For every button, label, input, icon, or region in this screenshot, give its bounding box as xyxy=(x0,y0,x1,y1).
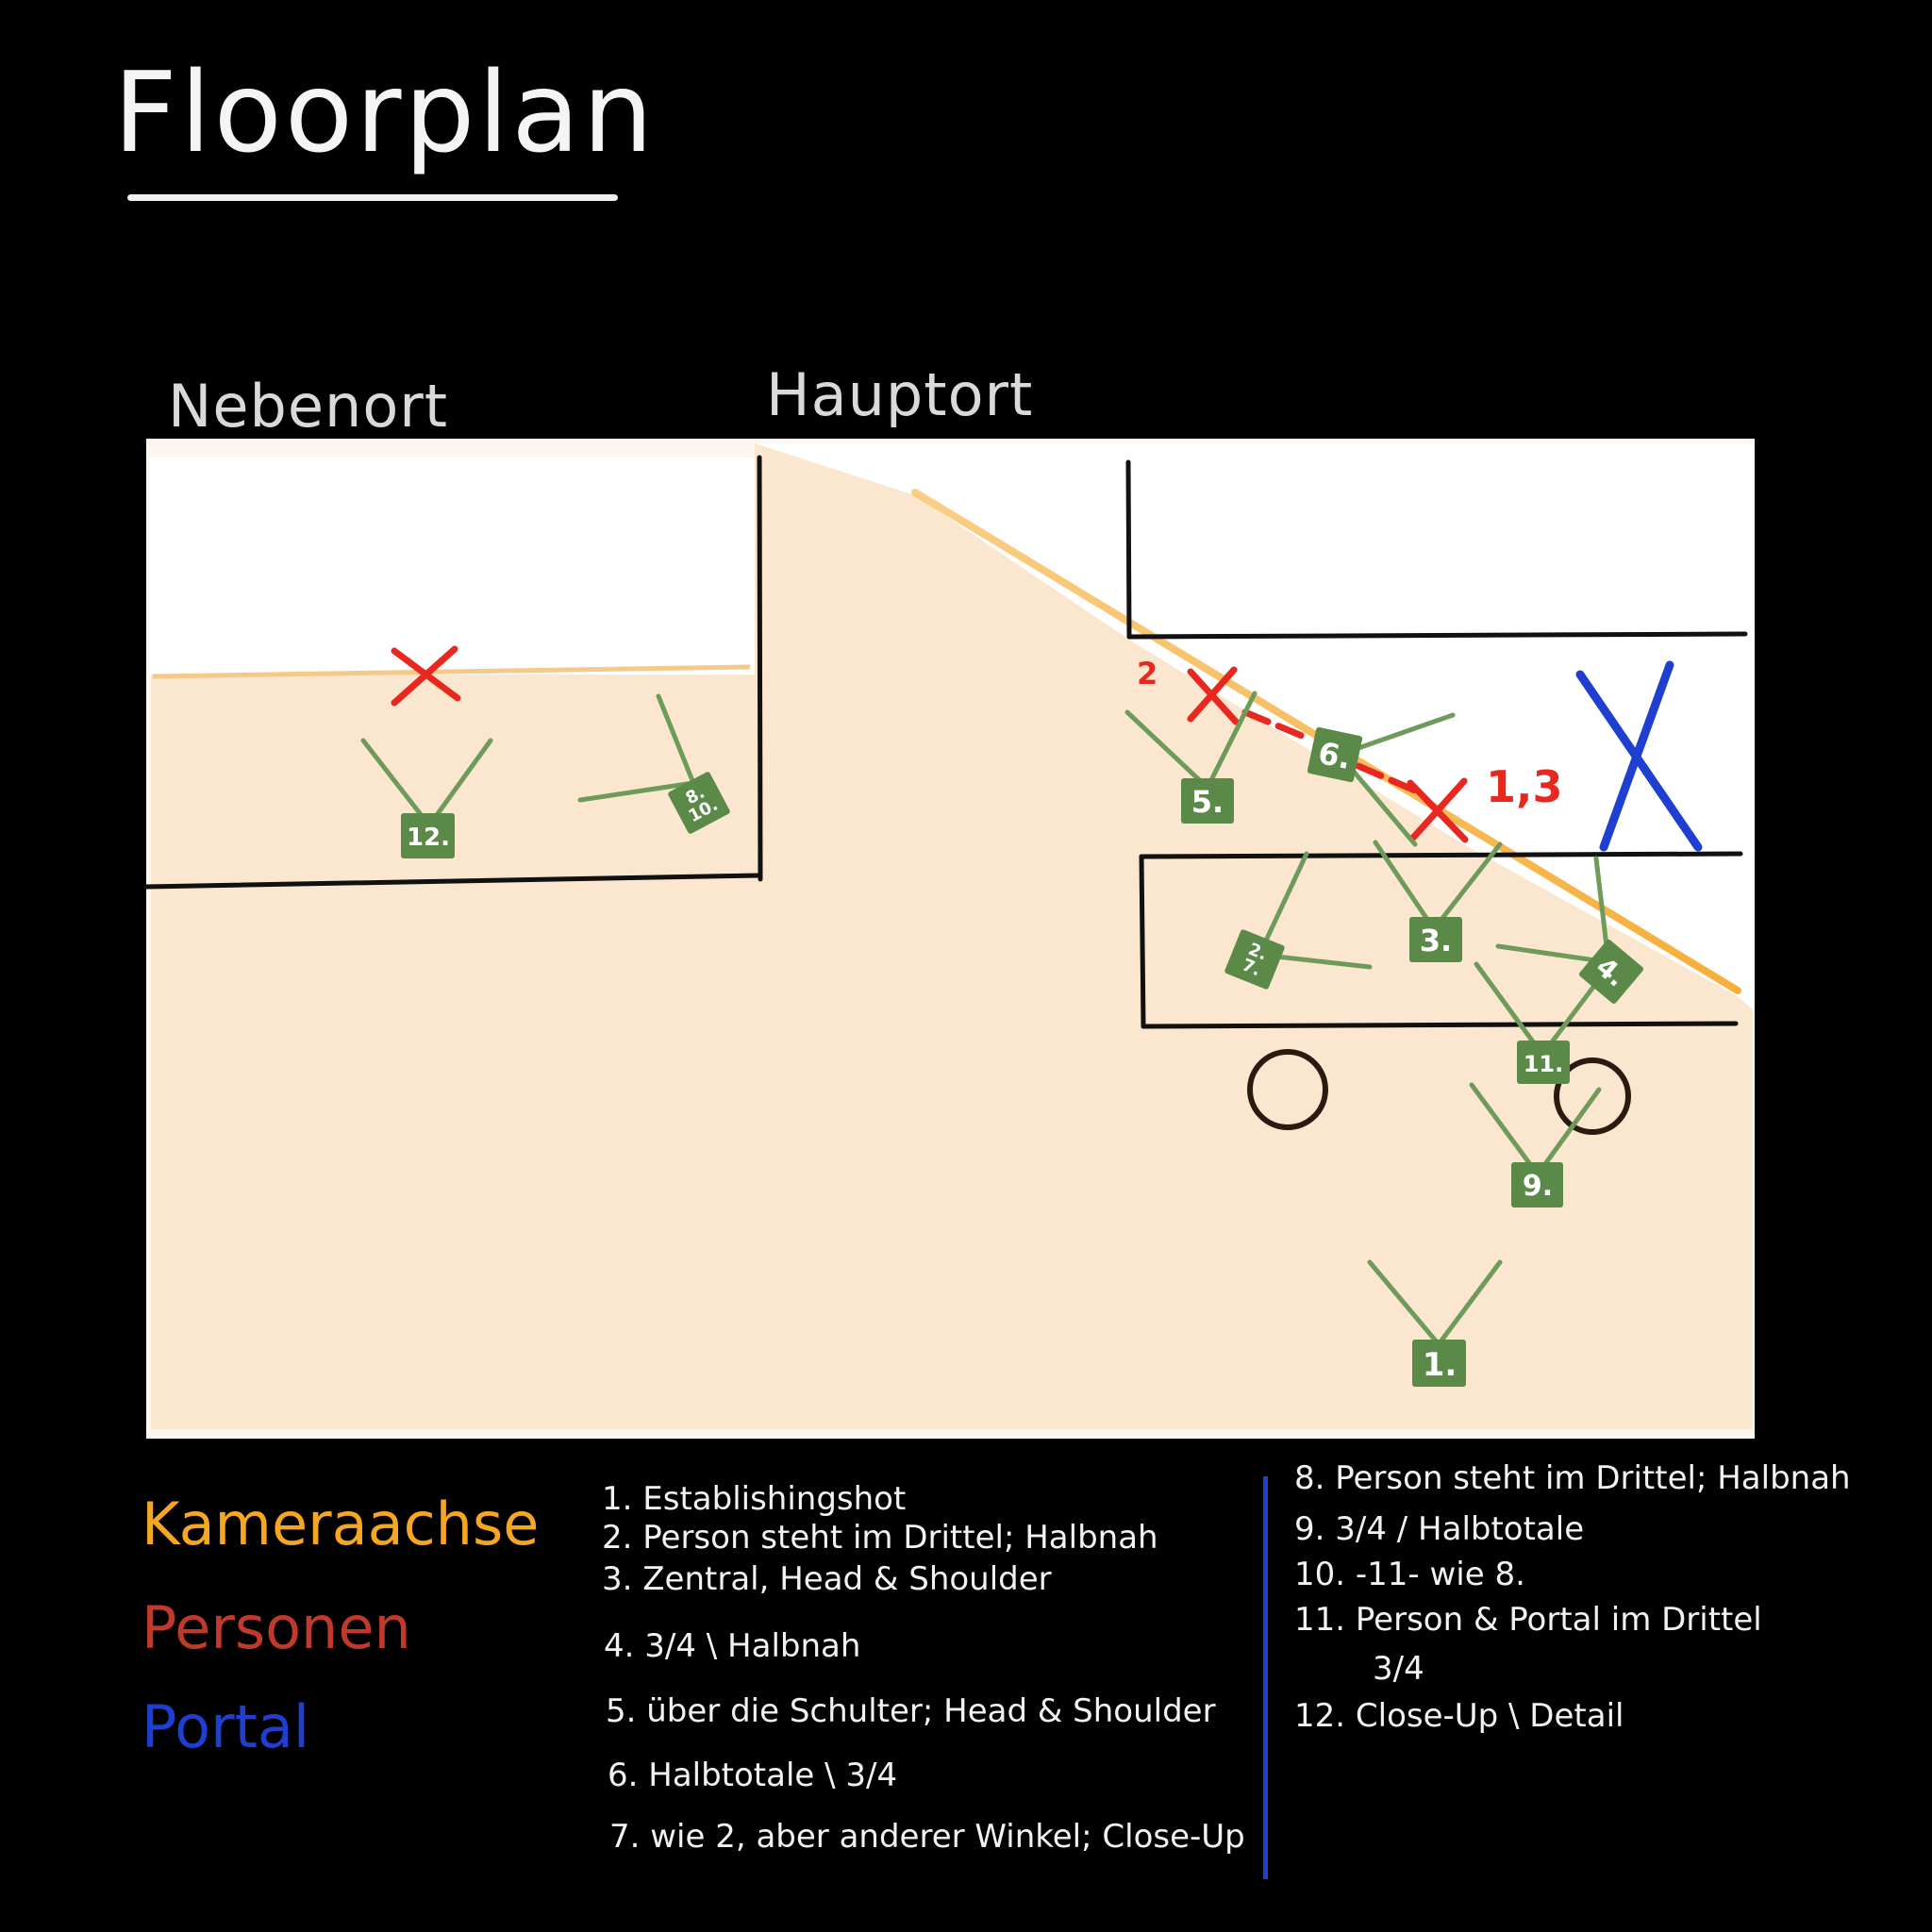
camera-11-label: 11. xyxy=(1524,1051,1564,1077)
shot-item-8: 8. Person steht im Drittel; Halbnah xyxy=(1294,1459,1851,1497)
camera-810-body xyxy=(668,772,730,834)
wall-zone-right xyxy=(755,443,1753,637)
portal-marker xyxy=(1575,660,1703,852)
walls xyxy=(143,455,1748,1029)
camera-9-view-left xyxy=(1469,1082,1541,1177)
person-label-13: 1,3 xyxy=(1486,761,1563,812)
camera-12-label: 12. xyxy=(407,824,450,852)
camera-27-body xyxy=(1224,929,1285,990)
shot-item-7: 7. wie 2, aber anderer Winkel; Close-Up xyxy=(609,1818,1245,1856)
area-label-nebenort: Nebenort xyxy=(168,372,449,441)
legend-portal: Portal xyxy=(142,1692,310,1761)
shot-item-3: 3. Zentral, Head & Shoulder xyxy=(602,1560,1052,1598)
camera-axis-secondary xyxy=(152,664,751,679)
shot-item-6: 6. Halbtotale \ 3/4 xyxy=(608,1757,898,1794)
shot-item-9: 9. 3/4 / Halbtotale xyxy=(1294,1510,1585,1548)
camera-3-label: 3. xyxy=(1420,923,1452,958)
shot-item-1: 1. Establishingshot xyxy=(602,1480,907,1518)
camera-5-view-right xyxy=(1205,691,1257,791)
title-underline xyxy=(127,194,618,201)
camera-12-view-left xyxy=(360,738,432,828)
camera-3-body xyxy=(1409,917,1462,962)
shot-item-5: 5. über die Schulter; Head & Shoulder xyxy=(606,1692,1216,1730)
shot-item-11: 11. Person & Portal im Drittel xyxy=(1294,1601,1762,1639)
camera-3-view-left xyxy=(1373,840,1437,932)
shot-item-10: 10. -11- wie 8. xyxy=(1294,1556,1525,1593)
camera-9-body xyxy=(1511,1162,1563,1208)
person-path xyxy=(1241,708,1310,741)
camera-12-view-right xyxy=(426,738,493,828)
shot-item-2: 2. Person steht im Drittel; Halbnah xyxy=(602,1519,1158,1557)
camera-1-body xyxy=(1412,1340,1466,1387)
camera-810-view-right xyxy=(656,693,696,786)
legend-kameraachse: Kameraachse xyxy=(142,1490,540,1558)
wall-zone-left xyxy=(149,458,758,675)
person-marker-2 xyxy=(1187,666,1240,725)
legend-personen: Personen xyxy=(142,1593,411,1662)
person-label-2: 2 xyxy=(1137,656,1158,691)
camera-11-view-left xyxy=(1474,961,1545,1058)
camera-6-body xyxy=(1307,726,1363,783)
shot-item-12: 12. Close-Up \ Detail xyxy=(1294,1697,1624,1735)
person-marker-13 xyxy=(1407,777,1469,843)
floor-area xyxy=(151,443,1753,1429)
pillar-right xyxy=(1554,1058,1631,1135)
camera-5-body xyxy=(1181,778,1234,824)
camera-9-label: 9. xyxy=(1523,1170,1553,1203)
list-divider xyxy=(1263,1476,1268,1879)
camera-11-body xyxy=(1517,1041,1570,1084)
camera-1-view-left xyxy=(1367,1259,1441,1347)
camera-6-label: 6. xyxy=(1315,735,1355,776)
camera-3-view-right xyxy=(1431,841,1503,932)
pillar-left xyxy=(1247,1049,1328,1130)
camera-27-view-top xyxy=(1257,851,1309,958)
camera-1-label: 1. xyxy=(1423,1346,1457,1384)
camera-1-view-right xyxy=(1436,1259,1503,1347)
person-path-b xyxy=(1355,762,1419,794)
camera-5-label: 5. xyxy=(1191,784,1224,820)
shot-item-4: 4. 3/4 \ Halbnah xyxy=(604,1627,861,1665)
camera-12-body xyxy=(401,813,455,858)
person-marker-left xyxy=(391,645,461,707)
page-title: Floorplan xyxy=(113,47,657,177)
shot-item-11-cont: 3/4 xyxy=(1373,1650,1424,1688)
camera-4-body xyxy=(1579,940,1643,1004)
area-label-hauptort: Hauptort xyxy=(766,360,1034,429)
camera-9-view-right xyxy=(1535,1087,1602,1177)
camera-5-view-left xyxy=(1124,709,1210,791)
camera-4-view-left xyxy=(1495,943,1611,965)
camera-810-view-left xyxy=(577,780,696,803)
